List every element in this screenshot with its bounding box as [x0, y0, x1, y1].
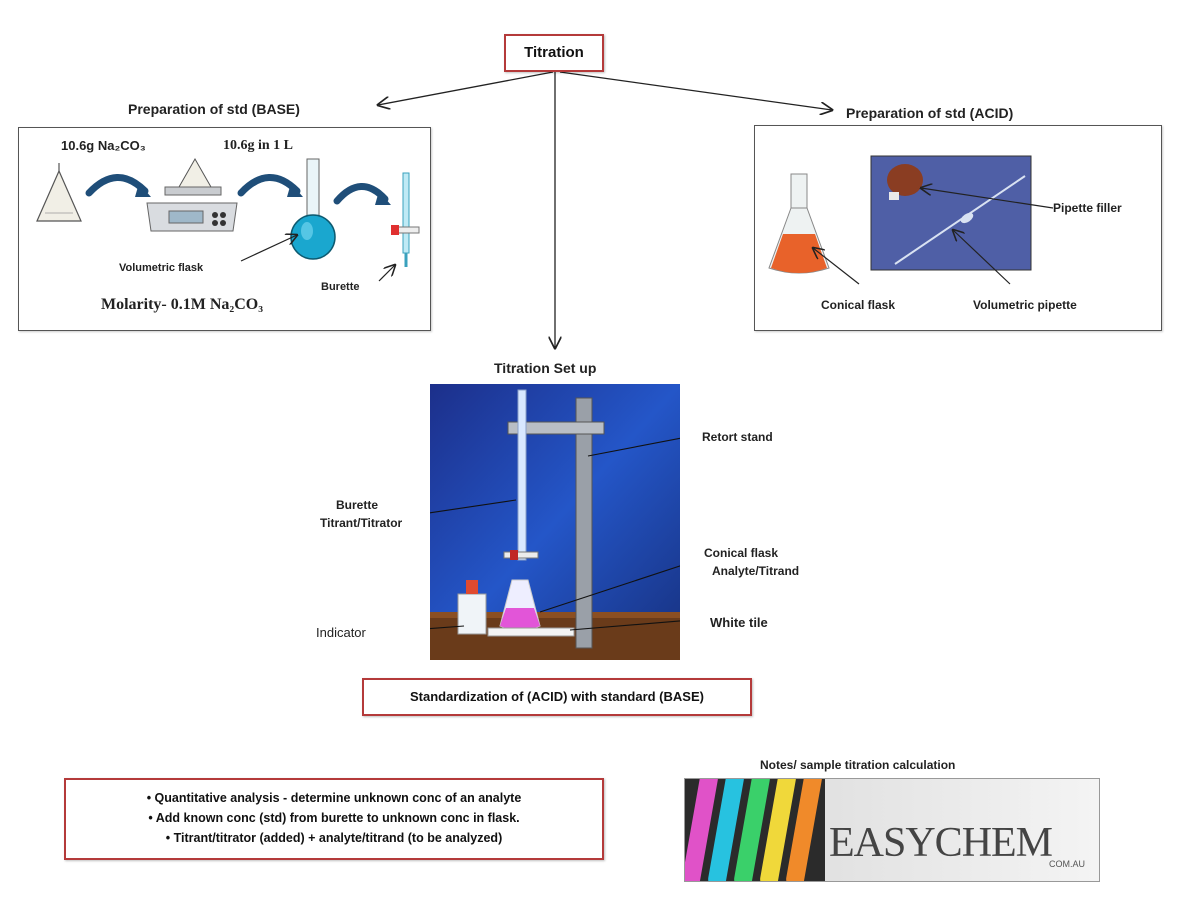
conical-flask-icon: [768, 173, 830, 274]
easychem-logo-suffix: COM.AU: [1049, 859, 1085, 869]
acid-conical-label: Conical flask: [821, 298, 896, 312]
acid-illustration: [768, 155, 1054, 285]
setup-indicator-label: Indicator: [316, 625, 366, 640]
standardization-label: Standardization of (ACID) with standard …: [410, 689, 704, 704]
curved-arrow-1: [85, 174, 149, 197]
setup-burette-label: Burette: [336, 498, 379, 512]
titration-root-label: Titration: [524, 44, 584, 61]
powder-bag-icon: [36, 163, 82, 222]
base-dissolve-label: 10.6g in 1 L: [223, 138, 294, 153]
base-flask-label: Volumetric flask: [119, 262, 204, 274]
setup-heading: Titration Set up: [494, 360, 597, 376]
burette-icon: [391, 172, 420, 267]
easychem-heading: Notes/ sample titration calculation: [760, 758, 956, 772]
base-panel: 10.6g Na₂CO₃ 10.6g in 1 L: [18, 127, 431, 331]
setup-tile-label: White tile: [710, 615, 768, 630]
acid-filler-label: Pipette filler: [1053, 201, 1122, 215]
balance-icon: [146, 157, 238, 232]
titration-root-box: Titration: [504, 34, 604, 72]
notes-bullet: • Add known conc (std) from burette to u…: [148, 811, 520, 825]
volumetric-pipette-icon: [894, 175, 1026, 265]
setup-analyte-label: Analyte/Titrand: [712, 564, 800, 578]
easychem-logo-text: EASYCHEM: [829, 820, 1053, 866]
notes-bullet: • Quantitative analysis - determine unkn…: [146, 791, 522, 805]
base-illustration: [36, 157, 420, 282]
notes-bullet: • Titrant/titrator (added) + analyte/tit…: [165, 831, 503, 845]
acid-panel: Pipette filler Conical flask Volumetric …: [754, 125, 1162, 331]
arrow-to-base: [378, 71, 554, 105]
base-heading: Preparation of std (BASE): [128, 101, 300, 117]
notes-box: • Quantitative analysis - determine unkn…: [64, 778, 604, 860]
acid-pipette-label: Volumetric pipette: [973, 298, 1077, 312]
setup-photo: [430, 384, 680, 660]
easychem-logo[interactable]: EASYCHEM COM.AU: [684, 778, 1100, 882]
setup-retort-label: Retort stand: [702, 430, 773, 444]
base-burette-label: Burette: [321, 281, 360, 293]
standardization-box: Standardization of (ACID) with standard …: [362, 678, 752, 716]
notes-bullets: • Quantitative analysis - determine unkn…: [66, 788, 602, 848]
base-mass-label: 10.6g Na₂CO₃: [61, 138, 146, 153]
setup-conical-label: Conical flask: [704, 546, 779, 560]
volumetric-flask-icon: [290, 158, 336, 260]
pipette-filler-icon: [887, 164, 923, 200]
base-molarity-label: Molarity- 0.1M Na₂CO₃: [101, 296, 263, 313]
setup-titrant-label: Titrant/Titrator: [320, 516, 403, 530]
acid-heading: Preparation of std (ACID): [846, 105, 1014, 121]
test-tubes-icon: [685, 779, 1099, 881]
arrow-to-acid: [559, 71, 832, 110]
curved-arrow-2: [237, 174, 301, 197]
